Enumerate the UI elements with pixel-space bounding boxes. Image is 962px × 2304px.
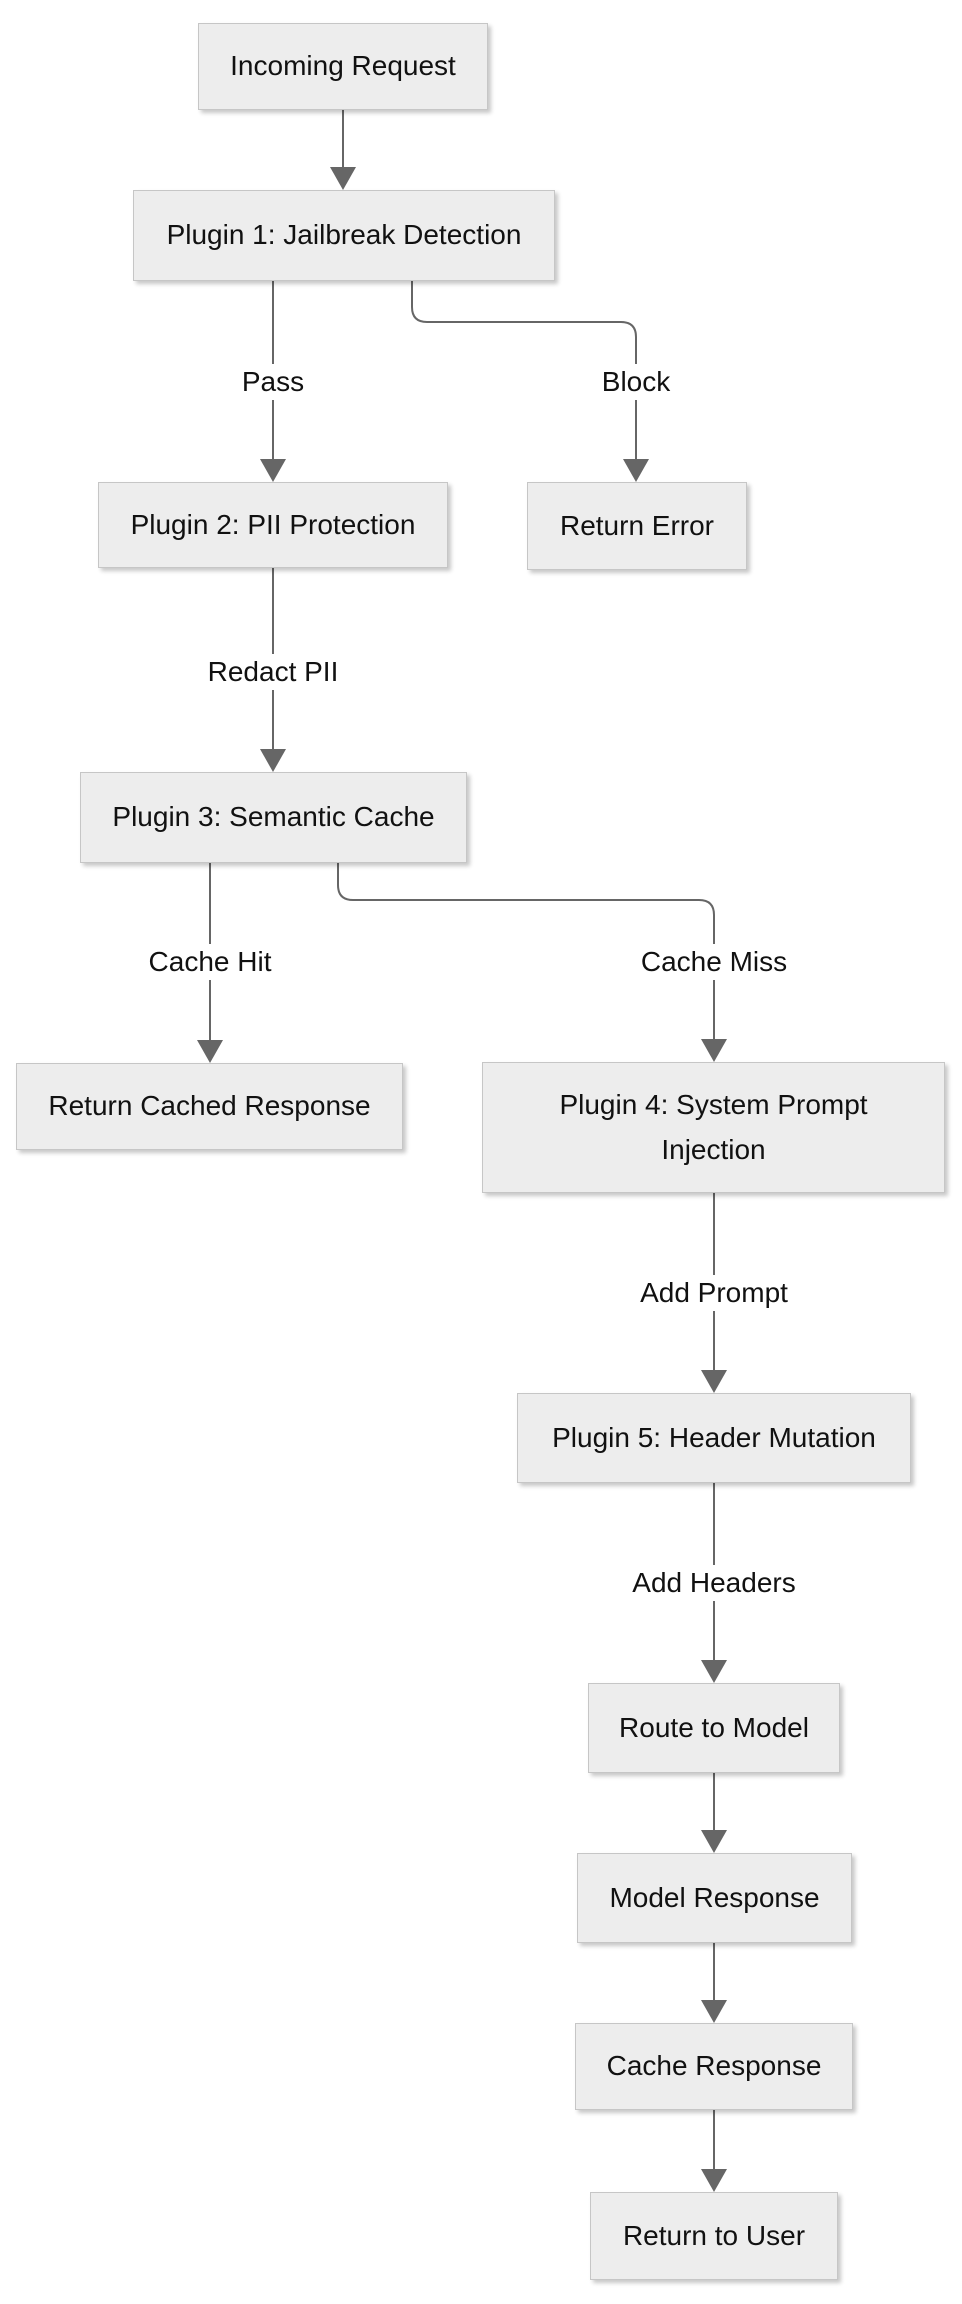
node-return-cached-response: Return Cached Response	[16, 1063, 403, 1150]
node-plugin5-header-mutation: Plugin 5: Header Mutation	[517, 1393, 911, 1483]
arrowhead-plugin1-plugin2	[260, 459, 286, 482]
node-plugin1-jailbreak-detection: Plugin 1: Jailbreak Detection	[133, 190, 555, 281]
arrowhead-incoming-plugin1	[330, 167, 356, 190]
arrowhead-plugin3-return-cached	[197, 1040, 223, 1063]
edge-label-block: Block	[591, 364, 681, 400]
node-return-cached-response-label: Return Cached Response	[48, 1090, 371, 1122]
node-return-to-user: Return to User	[590, 2192, 838, 2280]
node-return-error-label: Return Error	[559, 509, 715, 541]
node-plugin3-semantic-cache: Plugin 3: Semantic Cache	[80, 772, 467, 863]
arrowhead-plugin5-route	[701, 1660, 727, 1683]
arrowhead-plugin3-plugin4	[701, 1039, 727, 1062]
node-return-error: Return Error	[527, 482, 747, 570]
edge-label-redact-pii: Redact PII	[197, 654, 349, 690]
node-plugin1-label: Plugin 1: Jailbreak Detection	[166, 219, 522, 251]
node-model-response: Model Response	[577, 1853, 852, 1943]
node-route-to-model: Route to Model	[588, 1683, 840, 1773]
arrowhead-plugin2-plugin3	[260, 749, 286, 772]
node-plugin4-label: Plugin 4: System Prompt Injection	[559, 1088, 868, 1165]
node-incoming-request-label: Incoming Request	[230, 50, 456, 82]
node-plugin2-label: Plugin 2: PII Protection	[130, 508, 416, 540]
node-plugin3-label: Plugin 3: Semantic Cache	[112, 801, 435, 833]
arrowhead-cache-return-user	[701, 2169, 727, 2192]
edge-label-add-prompt: Add Prompt	[630, 1275, 798, 1311]
node-plugin2-pii-protection: Plugin 2: PII Protection	[98, 482, 448, 568]
node-return-to-user-label: Return to User	[622, 2219, 806, 2251]
node-model-response-label: Model Response	[609, 1881, 820, 1913]
edge-label-cache-miss: Cache Miss	[630, 944, 798, 980]
node-plugin4-system-prompt-injection: Plugin 4: System Prompt Injection	[482, 1062, 945, 1193]
arrowhead-plugin4-plugin5	[701, 1370, 727, 1393]
node-cache-response-label: Cache Response	[606, 2050, 822, 2082]
node-incoming-request: Incoming Request	[198, 23, 488, 110]
edge-label-pass: Pass	[231, 364, 315, 400]
node-route-to-model-label: Route to Model	[619, 1711, 809, 1743]
node-plugin5-label: Plugin 5: Header Mutation	[552, 1421, 876, 1453]
arrowhead-model-cache-response	[701, 2000, 727, 2023]
node-cache-response: Cache Response	[575, 2023, 853, 2110]
edge-label-cache-hit: Cache Hit	[138, 944, 282, 980]
arrowhead-route-model-response	[701, 1830, 727, 1853]
arrowhead-plugin1-return-error	[623, 459, 649, 482]
edge-label-add-headers: Add Headers	[622, 1565, 806, 1601]
